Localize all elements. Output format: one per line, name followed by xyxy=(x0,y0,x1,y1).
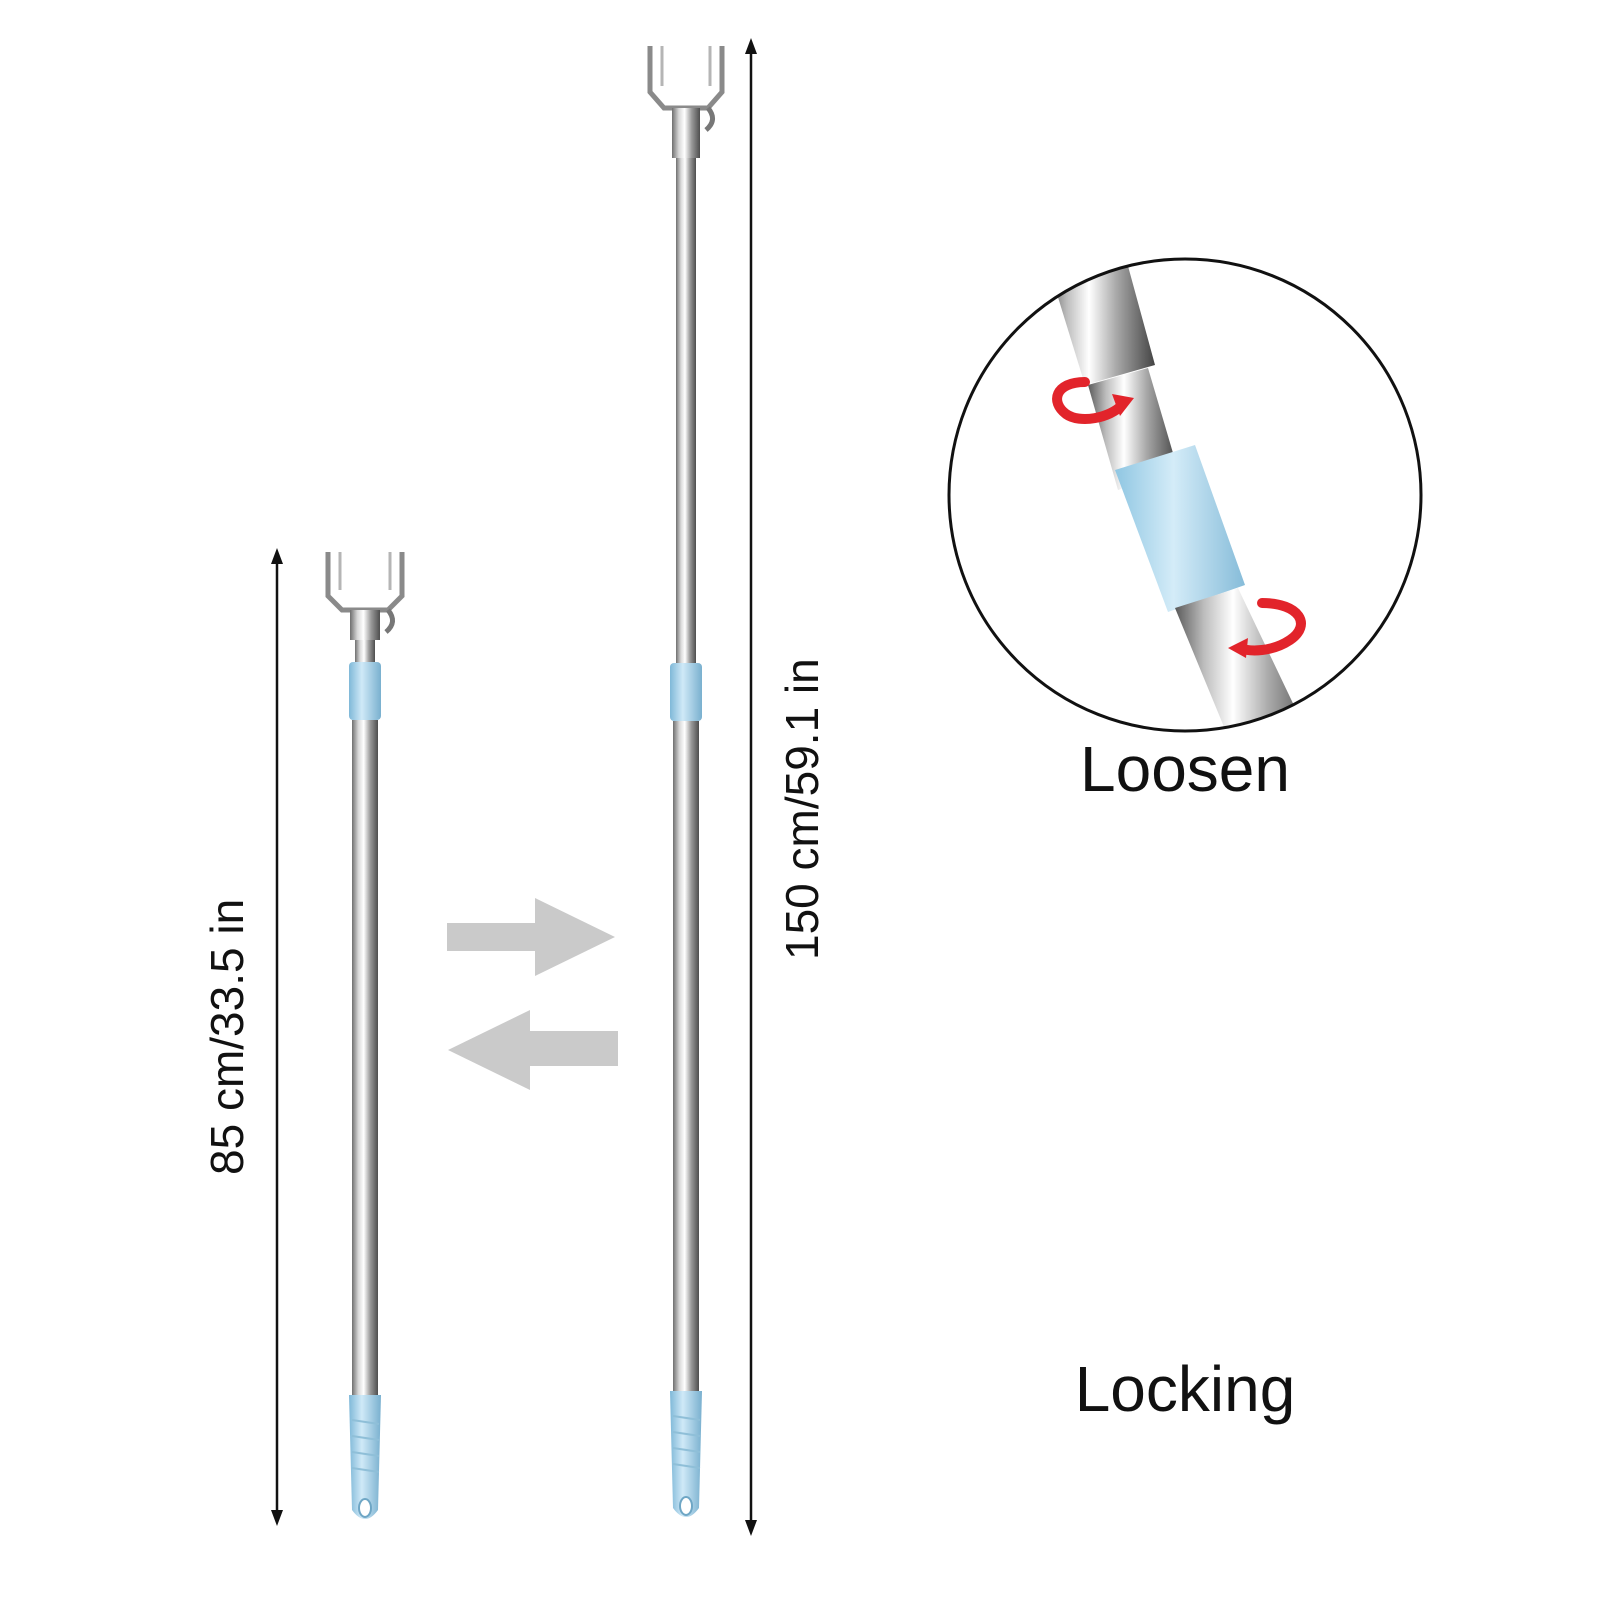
locking-caption: Locking xyxy=(1074,1353,1296,1425)
arrow-right-icon xyxy=(447,898,615,976)
short-pole xyxy=(325,552,405,1519)
long-length-label: 150 cm/59.1 in xyxy=(776,658,828,960)
loosen-caption: Loosen xyxy=(1080,733,1290,805)
short-dimension-line xyxy=(271,548,283,1526)
long-dimension-line xyxy=(745,38,757,1536)
long-pole xyxy=(647,46,725,1517)
rotate-arrow-icon xyxy=(1052,377,1134,424)
arrow-left-icon xyxy=(448,1010,618,1090)
short-length-label: 85 cm/33.5 in xyxy=(201,899,253,1175)
loosen-detail xyxy=(947,257,1423,733)
rotate-arrow-icon xyxy=(1228,598,1306,658)
